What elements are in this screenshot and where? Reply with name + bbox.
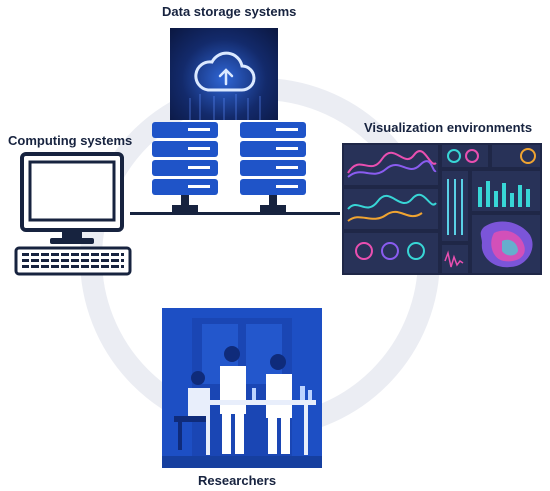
label-computing-systems: Computing systems: [8, 133, 133, 148]
label-researchers: Researchers: [198, 473, 277, 488]
lab-researchers-illustration: [162, 318, 322, 468]
storage-panel: [170, 28, 278, 120]
label-data-storage: Data storage systems: [162, 4, 297, 19]
researchers-lab-panel: [162, 308, 322, 468]
desktop-computer-icon: [14, 152, 132, 276]
label-visualization-environments: Visualization environments: [364, 120, 533, 135]
cloud-icon: [189, 51, 261, 120]
dashboard-charts-icon: [344, 145, 540, 273]
server-rack-icon: [130, 122, 340, 215]
visualization-dashboard: [342, 143, 542, 275]
